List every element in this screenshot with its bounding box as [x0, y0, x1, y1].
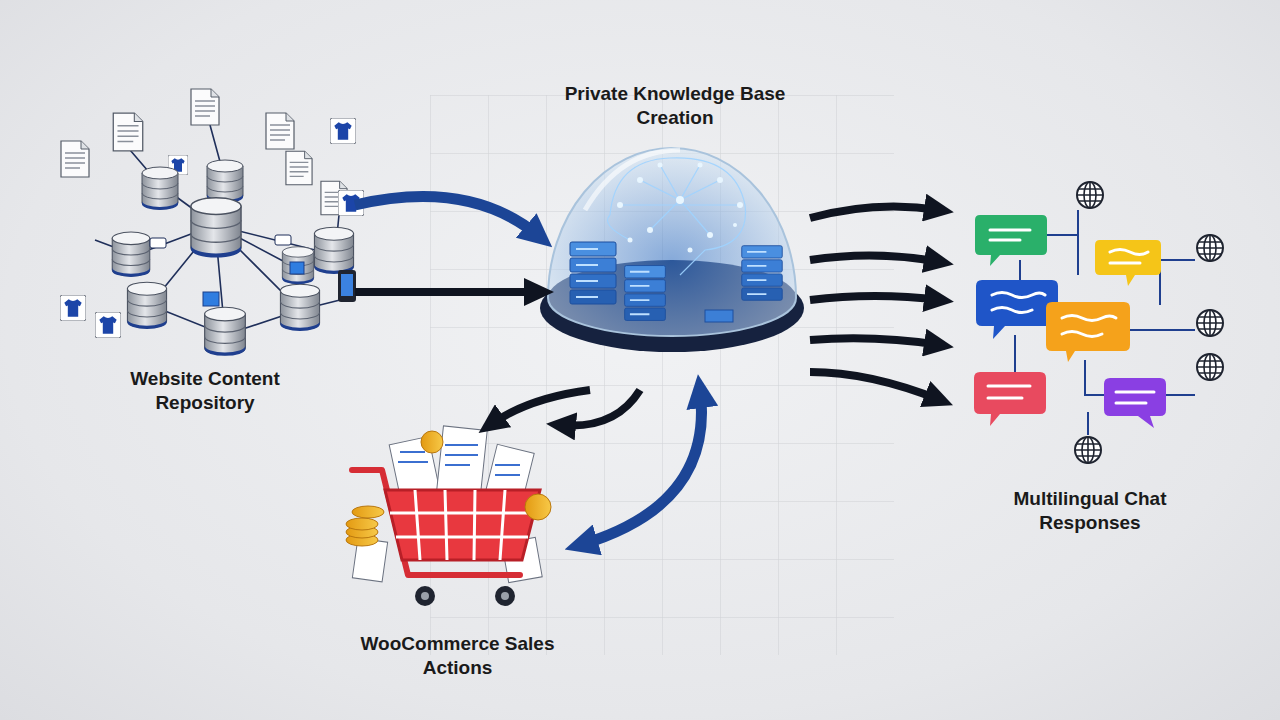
- node-label: Multilingual Chat Responses: [990, 487, 1190, 535]
- flow-arrow: [355, 288, 540, 296]
- repository-illustration: [60, 89, 364, 356]
- node-repository: Website Content Repository: [55, 85, 355, 415]
- node-label: Private Knowledge Base Creation: [560, 82, 790, 130]
- flow-arrow: [560, 390, 640, 426]
- chat-bubbles: [974, 215, 1166, 428]
- flow-arrow: [810, 338, 940, 345]
- node-label: WooCommerce Sales Actions: [348, 632, 568, 680]
- node-woocommerce: WooCommerce Sales Actions: [335, 425, 580, 680]
- flow-arrow: [810, 255, 940, 262]
- node-label: Website Content Repository: [95, 367, 315, 415]
- node-knowledge-base: Private Knowledge Base Creation: [540, 82, 810, 390]
- flow-arrow: [810, 206, 940, 218]
- cart-illustration: [346, 426, 551, 606]
- flow-arrow: [355, 197, 540, 237]
- chat-illustration: [974, 182, 1223, 463]
- node-chat: Multilingual Chat Responses: [940, 175, 1240, 535]
- flow-arrow: [490, 390, 590, 425]
- knowledge-dome: [540, 148, 804, 352]
- flow-arrow: [810, 372, 940, 400]
- flow-arrow: [580, 390, 702, 545]
- flow-arrow: [810, 296, 940, 300]
